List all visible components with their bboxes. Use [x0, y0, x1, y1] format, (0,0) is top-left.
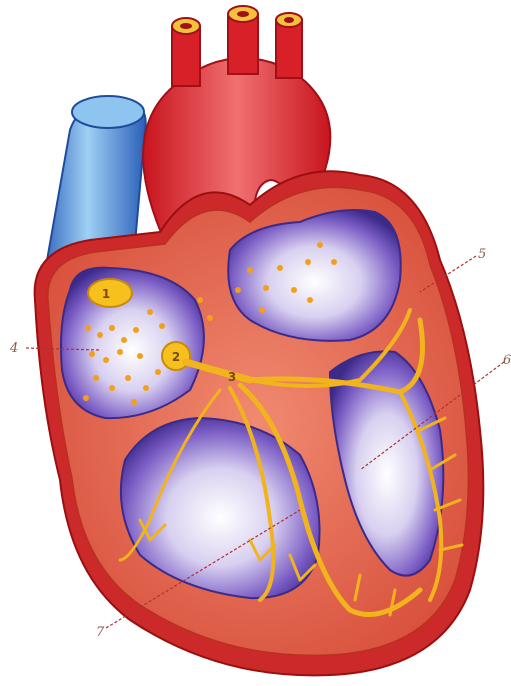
label-3: 3: [228, 370, 236, 384]
label-4: 4: [9, 341, 18, 356]
label-5: 5: [478, 247, 486, 262]
label-2: 2: [172, 350, 180, 364]
label-6: 6: [503, 353, 511, 368]
label-1: 1: [102, 287, 110, 301]
label-7: 7: [96, 625, 105, 640]
